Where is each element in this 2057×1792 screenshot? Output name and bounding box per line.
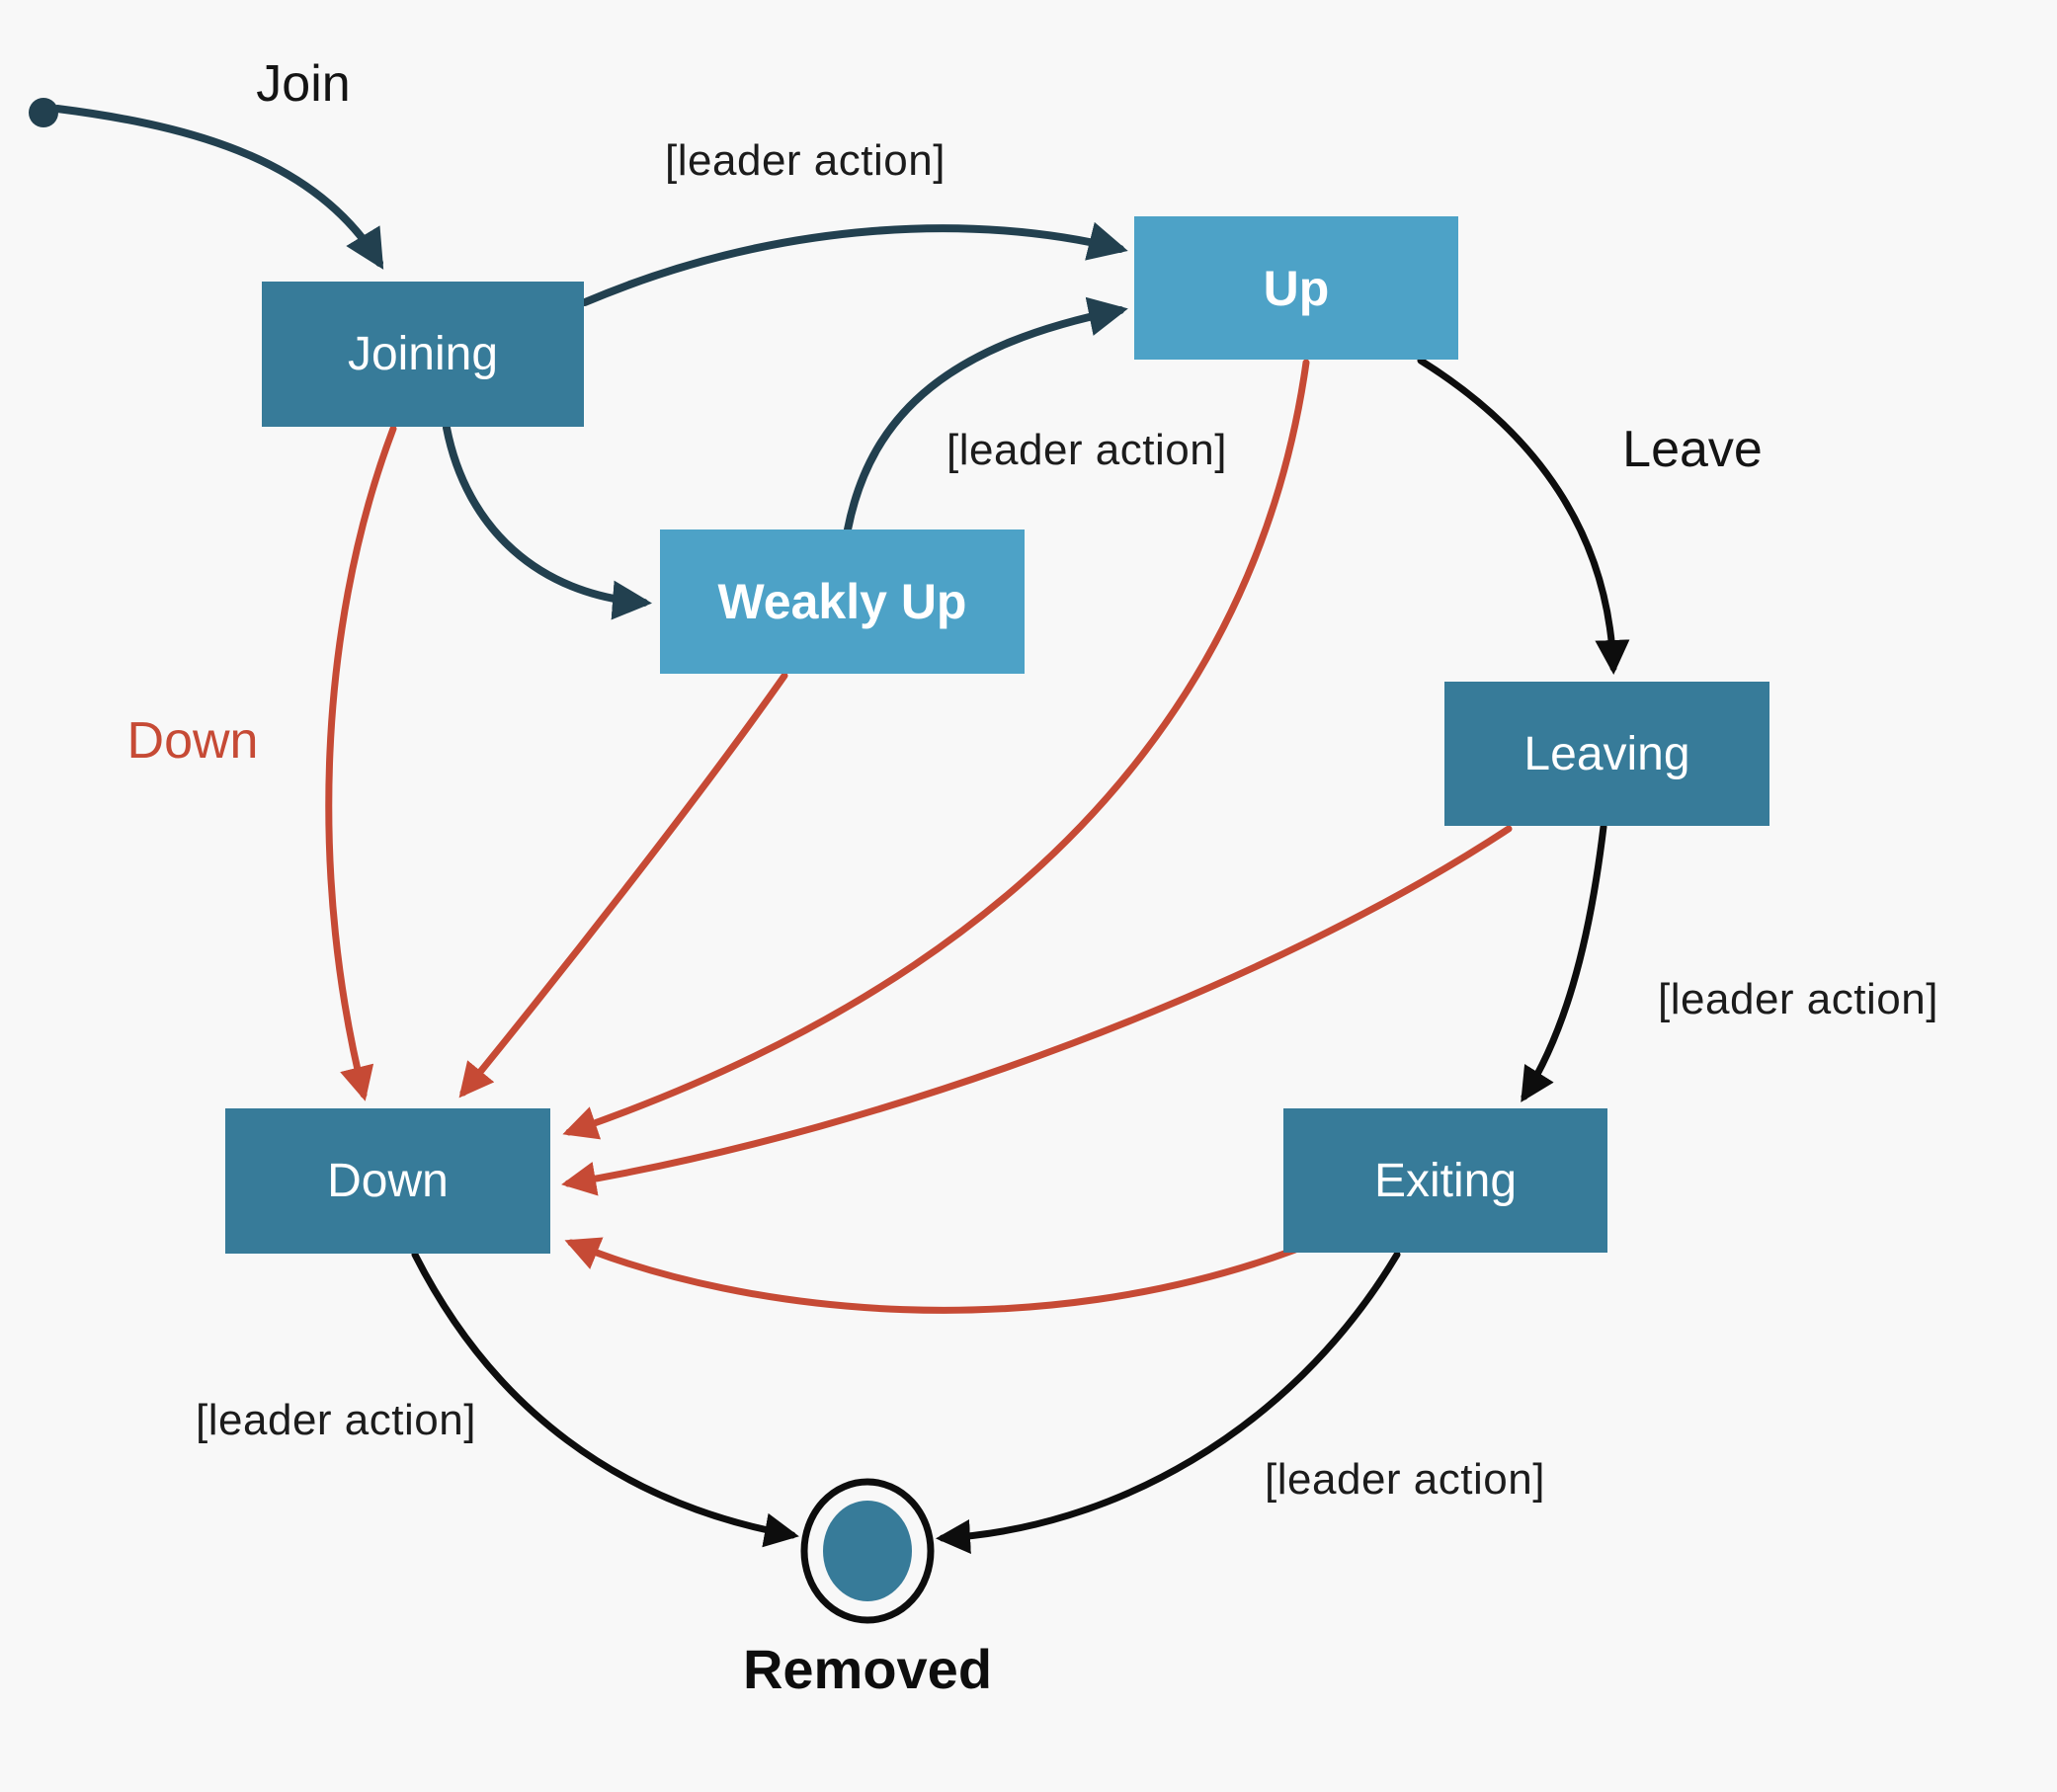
edge-initial-to-joining (53, 105, 384, 270)
state-joining: Joining (262, 282, 584, 427)
edge-up-to-down (562, 359, 1310, 1140)
edge-label-leader-action-weakly-up-up: [leader action] (946, 426, 1227, 474)
edge-weakly-up-to-down (458, 672, 788, 1099)
edge-label-leader-action-down-removed: [leader action] (196, 1396, 476, 1444)
edge-up-to-leaving (1417, 357, 1630, 675)
edge-leaving-to-exiting (1521, 823, 1607, 1102)
edge-joining-to-up (581, 221, 1128, 306)
state-removed-label: Removed (742, 1638, 993, 1700)
state-weakly-up-label: Weakly Up (717, 574, 967, 629)
state-weakly-up: Weakly Up (660, 529, 1025, 674)
edge-exiting-to-removed (936, 1251, 1401, 1554)
edge-exiting-to-down (564, 1237, 1299, 1314)
edge-weakly-up-to-up (844, 296, 1128, 533)
state-up-label: Up (1263, 260, 1330, 316)
state-exiting: Exiting (1283, 1108, 1607, 1253)
edge-label-leader-action-exiting-removed: [leader action] (1265, 1455, 1545, 1504)
state-up: Up (1134, 216, 1458, 360)
state-exiting-label: Exiting (1373, 1154, 1518, 1207)
state-down-label: Down (327, 1155, 449, 1207)
state-leaving-label: Leaving (1523, 727, 1690, 780)
state-joining-label: Joining (347, 328, 499, 380)
edge-joining-to-down (325, 425, 397, 1101)
edge-label-leader-action-joining-up: [leader action] (665, 136, 946, 185)
initial-state-dot (29, 98, 58, 127)
final-state-inner-dot (823, 1501, 912, 1601)
edge-label-down: Down (126, 712, 259, 770)
edge-leaving-to-down (561, 825, 1513, 1196)
state-down: Down (225, 1108, 550, 1254)
edge-label-join: Join (256, 55, 351, 113)
state-leaving: Leaving (1444, 682, 1769, 826)
edge-label-leave: Leave (1622, 421, 1763, 478)
edge-joining-to-weakly-up (443, 424, 652, 620)
edge-label-leader-action-leaving-exiting: [leader action] (1658, 975, 1938, 1023)
edge-down-to-removed (411, 1251, 799, 1548)
